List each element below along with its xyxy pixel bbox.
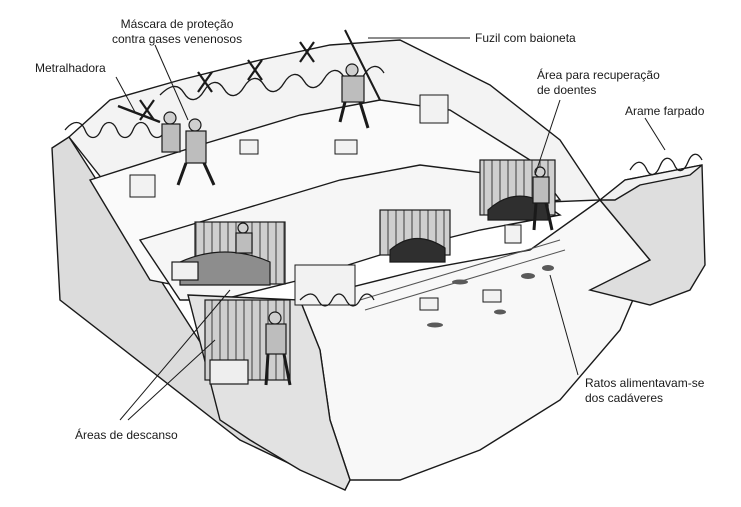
- label-recovery-area-line2: de doentes: [537, 83, 597, 97]
- soldier-climbing-rifle: [338, 29, 381, 129]
- leader-lines: [115, 37, 666, 421]
- label-rest-areas-text: Áreas de descanso: [75, 428, 178, 442]
- wire-stakes: [139, 41, 315, 121]
- label-rifle-bayonet-text: Fuzil com baioneta: [475, 31, 576, 45]
- soldier-machine-gunner: [117, 104, 181, 153]
- label-rest-areas: Áreas de descanso: [75, 428, 178, 443]
- sandbag-stacks: [129, 94, 522, 311]
- soldiers: [117, 29, 554, 386]
- label-rats-line2: dos cadáveres: [585, 391, 664, 405]
- sick-recovery-area: [379, 159, 556, 263]
- label-gas-mask-line2: contra gases venenosos: [112, 32, 243, 46]
- label-recovery-area: Área para recuperação de doentes: [537, 68, 660, 98]
- label-rifle-bayonet: Fuzil com baioneta: [475, 31, 576, 46]
- soldier-resting-upper: [235, 222, 253, 254]
- label-barbed-wire: Arame farpado: [625, 104, 704, 119]
- label-recovery-area-line1: Área para recuperação: [537, 68, 660, 82]
- label-machine-gun-text: Metralhadora: [35, 61, 106, 75]
- soldier-gas-mask: [176, 118, 216, 186]
- label-rats-line1: Ratos alimentavam-se: [585, 376, 705, 390]
- label-gas-mask-line1: Máscara de proteção: [120, 17, 234, 31]
- duckboard-walkway: [359, 239, 566, 311]
- label-machine-gun: Metralhadora: [35, 61, 106, 76]
- soldier-medic: [532, 166, 554, 231]
- label-gas-mask: Máscara de proteção contra gases venenos…: [112, 17, 242, 47]
- right-wall-top: [598, 164, 703, 201]
- rats-debris: [427, 265, 554, 328]
- label-barbed-wire-text: Arame farpado: [625, 104, 705, 118]
- soldier-standing-lower: [264, 311, 292, 386]
- label-rats: Ratos alimentavam-se dos cadáveres: [585, 376, 704, 406]
